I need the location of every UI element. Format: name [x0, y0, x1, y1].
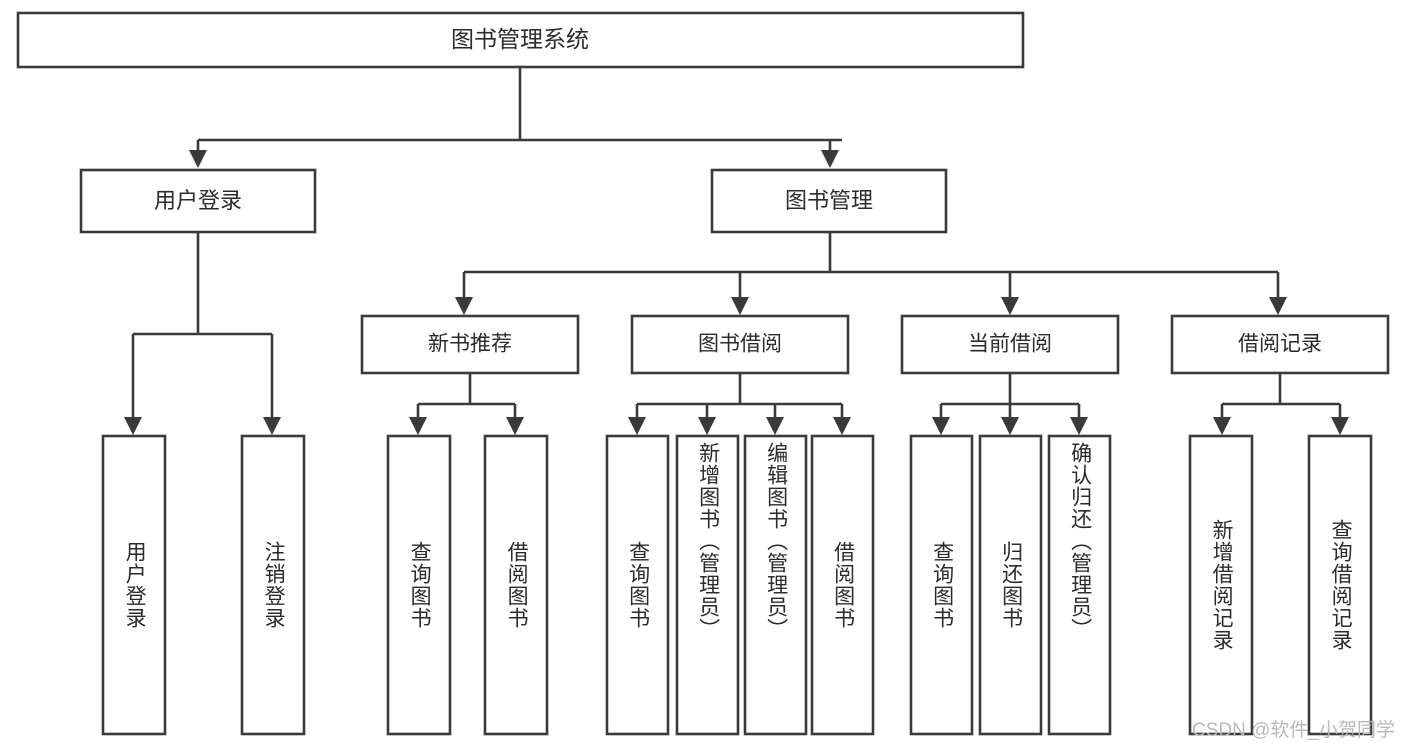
leaf-box-new-book-query[interactable]	[386, 434, 452, 736]
node-root[interactable]: 图书管理系统	[16, 11, 1025, 69]
node-user-login[interactable]: 用户登录	[79, 168, 317, 234]
node-new-book-recommend[interactable]: 新书推荐	[360, 314, 580, 375]
connector-user-login-to-leaves	[123, 232, 282, 436]
node-user-login-box[interactable]	[79, 168, 317, 234]
node-new-book-recommend-label: 新书推荐	[428, 333, 512, 356]
node-current-borrow-box[interactable]	[900, 314, 1120, 375]
node-book-borrow-box[interactable]	[630, 314, 850, 375]
node-new-book-recommend-box[interactable]	[360, 314, 580, 375]
leaf-box-current-confirm[interactable]	[1047, 434, 1112, 736]
leaf-box-new-book-borrow[interactable]	[483, 434, 549, 736]
leaf-box-user-login[interactable]	[101, 434, 167, 736]
connector-borrow-record-to-leaves	[1212, 373, 1350, 436]
connector-new-book-to-leaves	[408, 373, 525, 436]
node-root-box[interactable]	[16, 11, 1025, 69]
connector-root-to-level2	[188, 67, 842, 169]
leaf-box-borrow-edit[interactable]	[743, 434, 808, 736]
node-current-borrow[interactable]: 当前借阅	[900, 314, 1120, 375]
node-current-borrow-label: 当前借阅	[968, 333, 1052, 356]
node-root-label: 图书管理系统	[451, 26, 589, 52]
node-book-borrow[interactable]: 图书借阅	[630, 314, 850, 375]
node-book-manage-box[interactable]	[710, 168, 948, 234]
connector-book-borrow-to-leaves	[627, 373, 852, 436]
node-book-manage[interactable]: 图书管理	[710, 168, 948, 234]
node-book-manage-label: 图书管理	[785, 188, 873, 213]
leaf-box-record-add[interactable]	[1188, 434, 1254, 736]
node-borrow-record[interactable]: 借阅记录	[1170, 314, 1390, 375]
leaf-box-current-return[interactable]	[978, 434, 1043, 736]
node-borrow-record-label: 借阅记录	[1238, 333, 1322, 356]
node-book-borrow-label: 图书借阅	[698, 333, 782, 356]
leaf-box-borrow-add[interactable]	[675, 434, 740, 736]
leaf-box-borrow-lend[interactable]	[810, 434, 875, 736]
leaf-box-borrow-query[interactable]	[605, 434, 670, 736]
connector-current-borrow-to-leaves	[931, 373, 1089, 436]
node-user-login-label: 用户登录	[154, 188, 242, 213]
leaf-box-current-query[interactable]	[909, 434, 974, 736]
node-borrow-record-box[interactable]	[1170, 314, 1390, 375]
leaf-box-record-query[interactable]	[1307, 434, 1373, 736]
leaf-box-user-logout[interactable]	[240, 434, 306, 736]
connector-book-manage-to-level3	[454, 232, 1288, 316]
